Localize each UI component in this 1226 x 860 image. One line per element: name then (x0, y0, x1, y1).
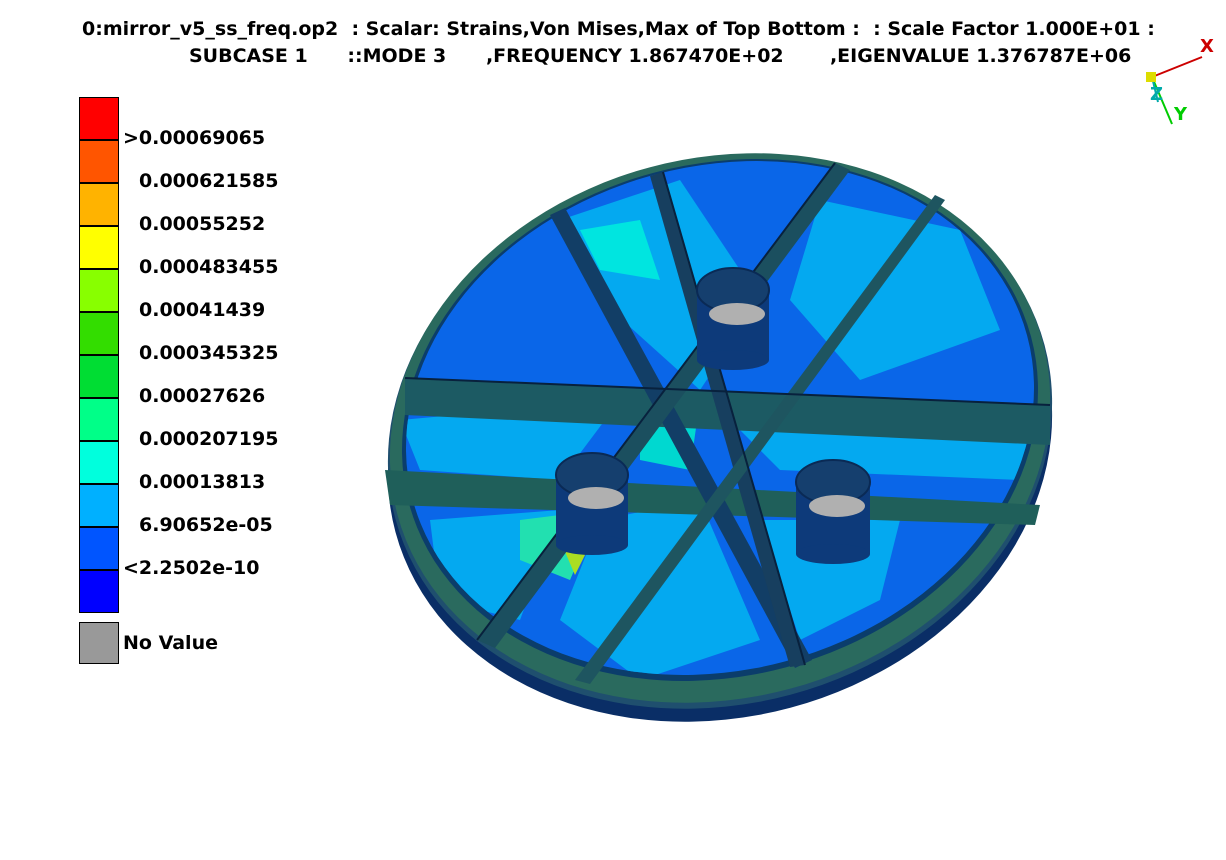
legend-swatch (79, 312, 119, 355)
legend-label: 0.00055252 (139, 213, 266, 235)
legend-label: <2.2502e-10 (123, 557, 260, 579)
legend-swatch (79, 570, 119, 613)
no-value-label: No Value (123, 632, 218, 654)
mirror-rim (387, 153, 1053, 722)
legend-swatch (79, 441, 119, 484)
mount-boss-right (795, 459, 871, 564)
axis-triad: X Y Z (1146, 36, 1214, 125)
legend-swatch (79, 398, 119, 441)
legend-label: >0.00069065 (123, 127, 266, 149)
y-axis-label: Y (1173, 104, 1188, 125)
legend-swatch (79, 527, 119, 570)
stiffener-ribs (385, 162, 1051, 684)
legend-label: 0.00041439 (139, 299, 266, 321)
x-axis-label: X (1200, 36, 1214, 57)
legend-label: 0.00013813 (139, 471, 266, 493)
x-axis-line (1151, 56, 1203, 78)
mirror-face (380, 140, 1080, 740)
no-value-swatch (79, 622, 119, 664)
legend-label: 0.000345325 (139, 342, 279, 364)
legend-label: 0.00027626 (139, 385, 266, 407)
z-axis-label: Z (1150, 84, 1163, 105)
legend-swatch (79, 140, 119, 183)
title-line-2: SUBCASE 1 ::MODE 3 ,FREQUENCY 1.867470E+… (189, 45, 1132, 67)
y-axis-line (1151, 76, 1173, 125)
legend-swatch (79, 97, 119, 140)
mount-boss-top (696, 267, 770, 370)
legend-swatch (79, 269, 119, 312)
title-line-1: 0:mirror_v5_ss_freq.op2 : Scalar: Strain… (82, 18, 1155, 40)
mount-boss-left (555, 452, 629, 555)
legend-swatch (79, 484, 119, 527)
legend-label: 0.000621585 (139, 170, 279, 192)
triad-origin (1146, 72, 1156, 82)
legend-label: 6.90652e-05 (139, 514, 273, 536)
legend-swatch (79, 355, 119, 398)
legend-label: 0.000207195 (139, 428, 279, 450)
legend-swatch (79, 183, 119, 226)
legend-swatch (79, 226, 119, 269)
legend-label: 0.000483455 (139, 256, 279, 278)
